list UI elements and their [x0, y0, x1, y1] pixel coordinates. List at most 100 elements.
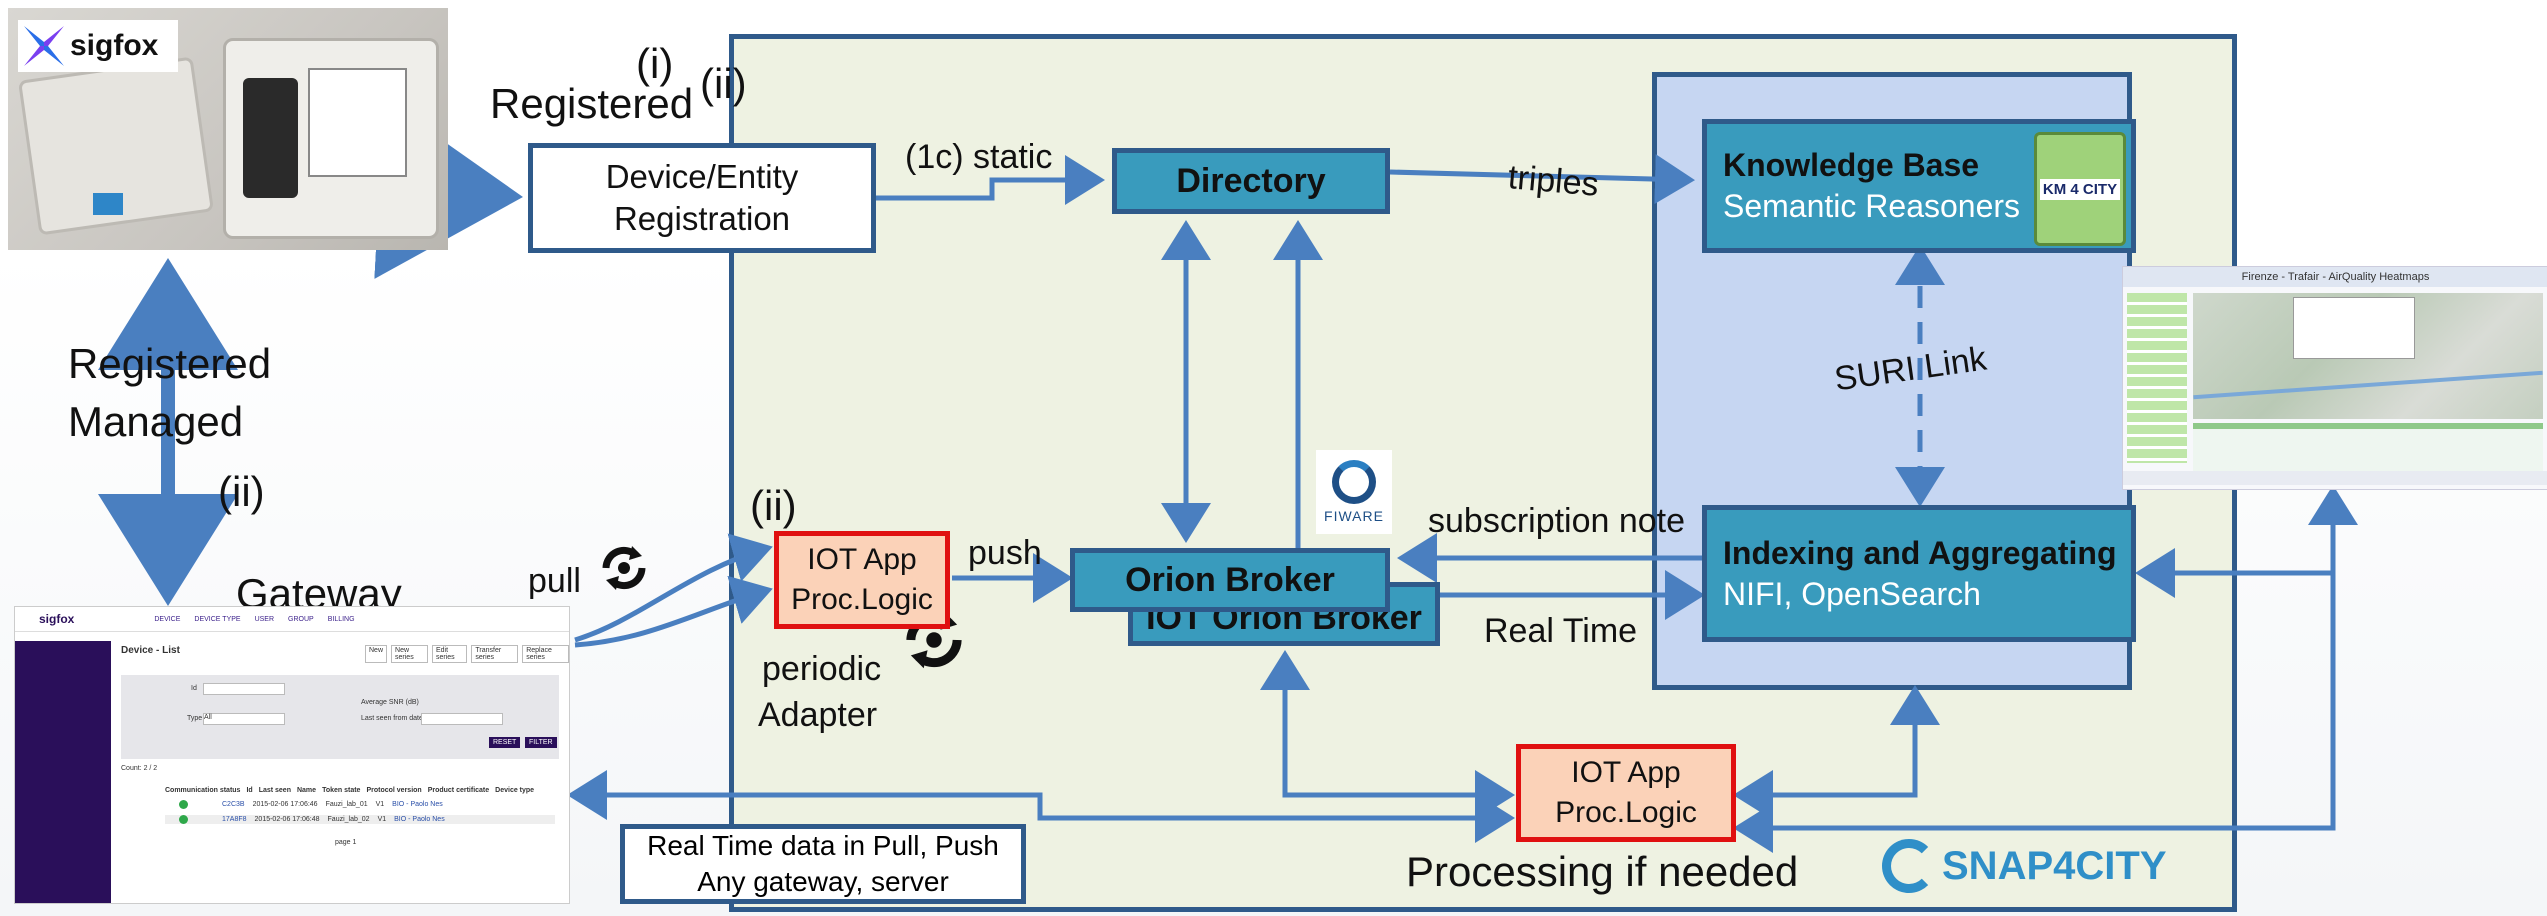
- filter-select-type[interactable]: All: [203, 713, 285, 725]
- cell-device-type[interactable]: BIO - Paolo Nes: [394, 816, 445, 823]
- device-list-screenshot: sigfox DEVICE DEVICE TYPE USER GROUP BIL…: [14, 606, 570, 904]
- cell-last-seen: 2015-02-06 17:06:46: [252, 801, 318, 808]
- arrow-orion-iot-bottom: [1260, 650, 1515, 820]
- fiware-logo-text: FIWARE: [1324, 508, 1384, 524]
- filter-filter-button[interactable]: FILTER: [525, 737, 557, 748]
- registration-line2: Registration: [613, 200, 791, 237]
- nav-group[interactable]: GROUP: [288, 615, 314, 623]
- arrow-directory-kb: [1389, 154, 1695, 205]
- kb-subtitle: Semantic Reasoners: [1723, 188, 2021, 224]
- heatmap-trend-chart: [2193, 423, 2543, 471]
- label-managed: Managed: [68, 398, 244, 445]
- km4city-logo: KM 4 CITY: [2034, 132, 2126, 246]
- cell-name: Fauzi_lab_01: [325, 801, 368, 808]
- fiware-logo-icon: [1332, 460, 1376, 504]
- btn-transfer-series[interactable]: Transfer series: [471, 645, 519, 663]
- iot-app-bottom-line1: IOT App: [1571, 756, 1681, 789]
- col-certificate: Product certificate: [427, 787, 490, 794]
- label-triples: triples: [1506, 158, 1601, 204]
- device-list-topbar: sigfox DEVICE DEVICE TYPE USER GROUP BIL…: [15, 607, 569, 632]
- sigfox-logo-icon: [24, 26, 64, 66]
- status-dot: [179, 800, 188, 809]
- circuit-board: [308, 68, 407, 177]
- arrow-iot-bottom-heatmap: [1733, 485, 2358, 853]
- sync-icon-pull: [596, 540, 652, 596]
- cell-device-type[interactable]: BIO - Paolo Nes: [392, 801, 443, 808]
- iot-app-bottom-line2: Proc.Logic: [1555, 796, 1697, 829]
- label-push: push: [968, 534, 1042, 572]
- snap4city-logo-icon: [1882, 839, 1936, 893]
- table-row[interactable]: C2C3B 2015-02-06 17:06:46 Fauzi_lab_01 V…: [165, 800, 555, 809]
- cell-name: Fauzi_lab_02: [327, 816, 370, 823]
- cell-last-seen: 2015-02-06 17:06:48: [254, 816, 320, 823]
- btn-replace-series[interactable]: Replace series: [522, 645, 569, 663]
- cell-id[interactable]: C2C3B: [222, 801, 245, 808]
- cell-protocol: V1: [377, 816, 387, 823]
- snap4city-logo-text: SNAP4CITY: [1942, 843, 2167, 888]
- btn-new-series[interactable]: New series: [391, 645, 428, 663]
- label-pull: pull: [528, 562, 581, 600]
- btn-edit-series[interactable]: Edit series: [432, 645, 468, 663]
- fiware-logo: FIWARE: [1316, 450, 1392, 534]
- cell-id[interactable]: 17A8F8: [222, 816, 247, 823]
- heatmap-popup: [2293, 297, 2415, 359]
- nav-user[interactable]: USER: [254, 615, 275, 623]
- table-row[interactable]: 17A8F8 2015-02-06 17:06:48 Fauzi_lab_02 …: [165, 815, 555, 824]
- filter-label-type: Type: [187, 715, 203, 722]
- realtime-note-box: Real Time data in Pull, Push Any gateway…: [620, 824, 1026, 904]
- filter-input-id[interactable]: [203, 683, 285, 695]
- label-step-i: (i): [636, 40, 674, 87]
- snap4city-logo: SNAP4CITY: [1882, 826, 2202, 906]
- orion-broker-box: Orion Broker: [1070, 548, 1390, 612]
- btn-new[interactable]: New: [365, 645, 388, 663]
- indexing-title: Indexing and Aggregating: [1723, 534, 2117, 571]
- indexing-subtitle: NIFI, OpenSearch: [1723, 575, 1981, 612]
- realtime-note-line1: Real Time data in Pull, Push: [647, 830, 999, 861]
- label-step-ii-left: (ii): [218, 468, 265, 515]
- iot-app-box-left: IOT App Proc.Logic: [774, 531, 950, 629]
- device-filter-panel: Id Average SNR (dB) Type All Last seen f…: [121, 675, 559, 759]
- arrow-gateway-iot-bottom: [567, 770, 1515, 843]
- col-id: Id: [246, 787, 253, 794]
- battery: [243, 78, 298, 198]
- label-periodic: periodic: [762, 650, 882, 688]
- registration-line1: Device/Entity: [605, 158, 799, 195]
- iot-app-box-bottom: IOT App Proc.Logic: [1516, 744, 1736, 842]
- device-list-brand: sigfox: [39, 612, 75, 626]
- directory-label: Directory: [1176, 161, 1326, 200]
- sensor-chip: [93, 193, 123, 215]
- cell-protocol: V1: [375, 801, 385, 808]
- label-subscription-note: subscription note: [1428, 502, 1686, 540]
- label-real-time: Real Time: [1484, 612, 1638, 650]
- device-list-buttons: New New series Edit series Transfer seri…: [365, 645, 569, 663]
- filter-reset-button[interactable]: RESET: [489, 737, 521, 748]
- registration-box: Device/Entity Registration: [528, 143, 876, 253]
- filter-label-snr: Average SNR (dB): [361, 699, 419, 706]
- col-name: Name: [296, 787, 317, 794]
- filter-input-last-seen[interactable]: [421, 713, 503, 725]
- col-status: Communication status: [165, 787, 241, 794]
- device-list-sidebar: [15, 641, 111, 903]
- arrow-sigfox-registration: [374, 99, 523, 280]
- label-step-ii-top: (ii): [700, 60, 747, 107]
- nav-billing[interactable]: BILLING: [327, 615, 355, 623]
- heatmap-river: [2193, 370, 2543, 400]
- heatmap-footer: [2123, 471, 2547, 485]
- nav-device[interactable]: DEVICE: [154, 615, 181, 623]
- indexing-box: Indexing and Aggregating NIFI, OpenSearc…: [1702, 505, 2136, 642]
- arrow-iot-bottom-indexing: [1733, 685, 1940, 820]
- sigfox-logo: sigfox: [18, 20, 178, 72]
- device-list-title: Device - List: [121, 645, 180, 656]
- label-adapter: Adapter: [758, 696, 878, 734]
- nav-device-type[interactable]: DEVICE TYPE: [194, 615, 241, 623]
- orion-broker-label: Orion Broker: [1125, 560, 1335, 599]
- realtime-note-line2: Any gateway, server: [697, 866, 949, 897]
- km4city-logo-text: KM 4 CITY: [2039, 178, 2121, 200]
- col-token: Token state: [322, 787, 361, 794]
- col-device-type: Device type: [495, 787, 535, 794]
- arrow-registration-directory: [876, 155, 1105, 205]
- device-table: Communication status Id Last seen Name T…: [165, 787, 555, 824]
- filter-label-last-seen: Last seen from date: [361, 715, 423, 722]
- label-processing: Processing if needed: [1406, 848, 1799, 895]
